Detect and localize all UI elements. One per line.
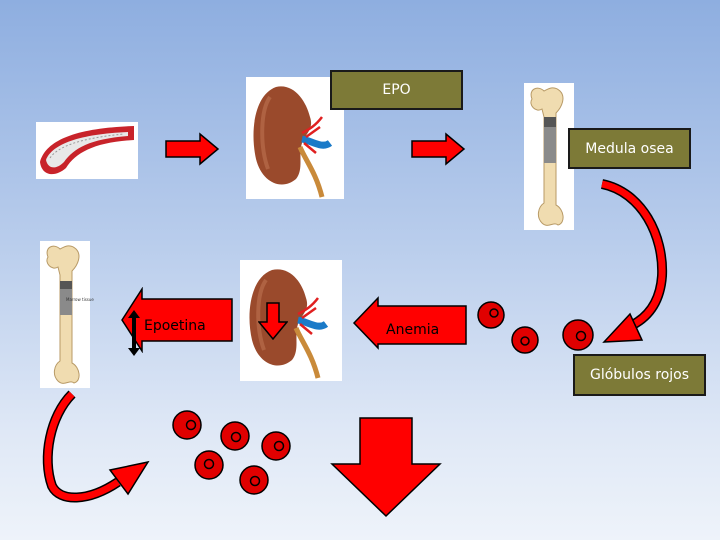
red-cell bbox=[220, 421, 250, 451]
bone-image-left: Marrow tissue bbox=[40, 241, 94, 388]
epoetina-arrow-shape bbox=[121, 287, 233, 353]
down-arrow-icon bbox=[258, 302, 288, 340]
red-cell bbox=[477, 301, 505, 329]
big-down-arrow bbox=[330, 417, 442, 518]
bone-image-top bbox=[524, 83, 574, 230]
anemia-arrow-shape bbox=[352, 296, 467, 350]
blood-vessel-image bbox=[36, 122, 138, 179]
bone-caption: Marrow tissue bbox=[66, 297, 94, 302]
globulos-rojos-label: Glóbulos rojos bbox=[573, 354, 706, 396]
curved-arrow-bottom-left bbox=[42, 390, 150, 503]
arrow-right-1 bbox=[165, 132, 220, 166]
curved-arrow-right bbox=[600, 179, 668, 343]
red-cell bbox=[261, 431, 291, 461]
epo-label: EPO bbox=[330, 70, 463, 110]
red-cell bbox=[562, 319, 594, 351]
epoetina-label: Epoetina bbox=[144, 318, 206, 334]
anemia-label: Anemia bbox=[386, 322, 440, 338]
arrow-right-2 bbox=[411, 132, 466, 166]
kidney-image-top bbox=[246, 77, 344, 199]
red-cell bbox=[194, 450, 224, 480]
medula-osea-label: Medula osea bbox=[568, 128, 691, 169]
red-cell bbox=[239, 465, 269, 495]
red-cell bbox=[511, 326, 539, 354]
kidney-image-middle bbox=[240, 260, 342, 381]
up-down-arrow-icon bbox=[128, 310, 140, 356]
red-cell bbox=[172, 410, 202, 440]
